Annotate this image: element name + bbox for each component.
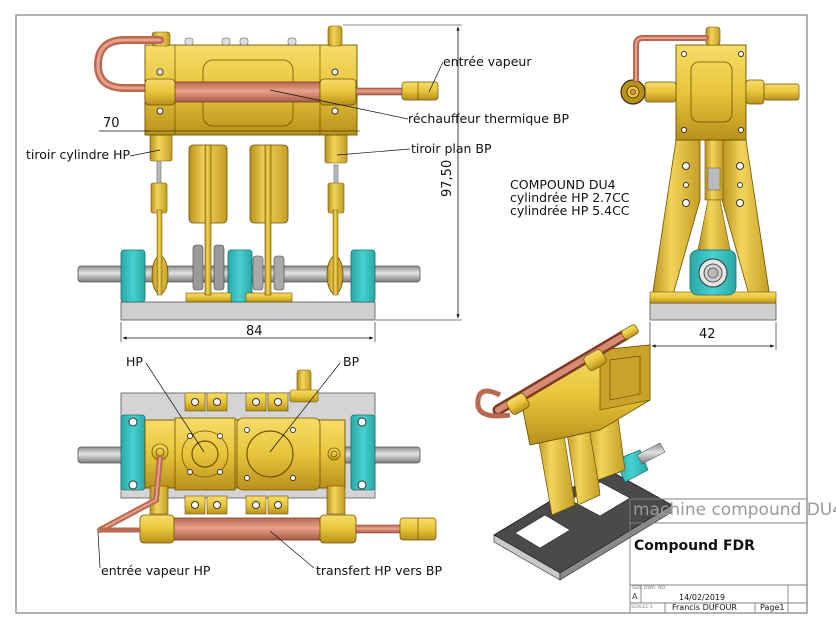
size-label: SIZE xyxy=(632,586,643,591)
bp-cylinder-top xyxy=(246,430,294,478)
dwg-no-label: DWG. NO. xyxy=(644,586,667,591)
scale-label: SCALE1:1 xyxy=(631,605,653,610)
dimension-height: 97,50 xyxy=(440,159,455,197)
heater-tube xyxy=(169,81,331,103)
label-hp-slide-valve: tiroir cylindre HP xyxy=(26,147,131,162)
hp-cylinder-top xyxy=(181,430,229,478)
label-hp-to-bp-transfer: transfert HP vers BP xyxy=(316,563,442,578)
sheet-border xyxy=(15,14,808,614)
note-second-displacement: cylindrée HP 5.4CC xyxy=(510,203,630,218)
title-block-watermark: machine compound DU4 xyxy=(633,500,836,520)
label-hp: HP xyxy=(126,354,143,369)
label-lp-slide-valve: tiroir plan BP xyxy=(411,141,492,156)
transfer-pipe xyxy=(169,517,331,541)
side-valve-chest xyxy=(675,44,747,141)
label-lp-heater: réchauffeur thermique BP xyxy=(408,111,569,126)
base-plate xyxy=(120,301,376,321)
top-view xyxy=(77,362,437,569)
label-bp: BP xyxy=(343,354,360,369)
spec-notes: COMPOUND DU4 cylindrée HP 2.7CC cylindré… xyxy=(510,178,630,217)
dimension-offset: 70 xyxy=(103,116,120,131)
bearing-block-right xyxy=(350,249,376,303)
label-hp-steam-inlet: entrée vapeur HP xyxy=(101,563,211,578)
bearing-block-mid xyxy=(227,249,253,303)
page-number: Page1 xyxy=(760,603,785,612)
side-base-plate xyxy=(649,302,777,321)
dimension-side-width: 42 xyxy=(699,327,716,342)
size-value: A xyxy=(632,592,638,601)
note-title: COMPOUND DU4 xyxy=(510,177,616,192)
drawing-title: Compound FDR xyxy=(634,538,755,554)
dimension-width: 84 xyxy=(246,324,263,339)
label-steam-inlet: entrée vapeur xyxy=(443,54,532,69)
title-block xyxy=(629,498,807,613)
drawing-date: 14/02/2019 xyxy=(679,593,726,602)
author-name: Francis DUFOUR xyxy=(672,603,737,612)
side-view xyxy=(620,26,800,350)
note-hp-displacement: cylindrée HP 2.7CC xyxy=(510,190,630,205)
front-view xyxy=(77,24,462,342)
bearing-block-left xyxy=(120,249,146,303)
isometric-view xyxy=(475,324,673,581)
